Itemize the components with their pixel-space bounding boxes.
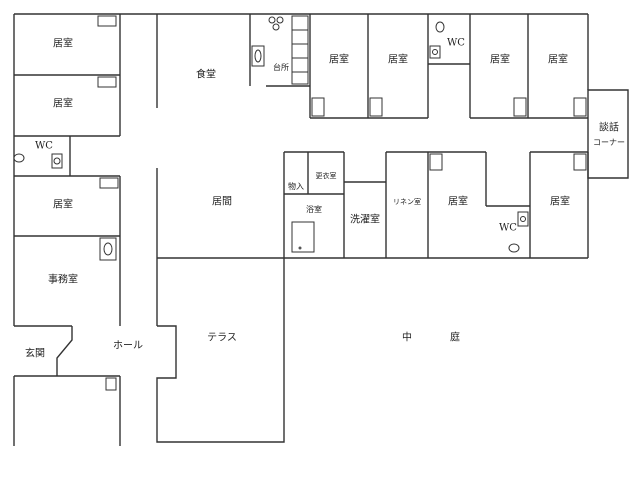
courtyard-label: 庭 (450, 331, 460, 344)
closet-icon (574, 154, 586, 170)
closet-icon (98, 16, 116, 26)
closet-icon (574, 98, 586, 116)
hall-label: ホール (113, 340, 143, 352)
entrance-label: 玄関 (25, 347, 45, 360)
stove-icon (268, 16, 284, 31)
changing-room-label: 更衣室 (316, 171, 337, 180)
toilet-icon (13, 153, 62, 168)
room-label: 居室 (550, 195, 570, 208)
room-label: 居室 (388, 53, 408, 66)
wc-label: WC (499, 223, 517, 234)
courtyard-label: 中 (402, 331, 412, 344)
linen-room-label: リネン室 (393, 197, 421, 206)
closet-icon (98, 77, 116, 87)
toilet-icon (508, 212, 528, 253)
closet-icon (370, 98, 382, 116)
living-label: 居間 (212, 196, 232, 208)
talk-corner-label: コーナー (593, 138, 625, 147)
bath-label: 浴室 (306, 204, 322, 214)
office-label: 事務室 (48, 273, 78, 286)
closet-icon (514, 98, 526, 116)
room-labels: 居室 居室 WC 居室 事務室 玄関 ホール 食堂 台所 居室 居室 WC 居室… (25, 37, 625, 360)
room-label: 居室 (53, 198, 73, 211)
toilet-icon (430, 21, 445, 58)
room-label: 居室 (329, 53, 349, 66)
kitchen-label: 台所 (273, 62, 289, 72)
closet-icon (430, 154, 442, 170)
kitchen-counter-icon (292, 16, 308, 84)
laundry-label: 洗濯室 (350, 213, 380, 226)
room-label: 居室 (490, 53, 510, 66)
dining-label: 食堂 (196, 68, 216, 81)
closet-icon (106, 378, 116, 390)
walls (14, 14, 628, 446)
room-label: 居室 (548, 53, 568, 66)
room-label: 居室 (448, 195, 468, 208)
terrace-label: テラス (207, 332, 237, 344)
wc-label: WC (35, 141, 53, 152)
fixtures (13, 16, 586, 390)
closet-icon (312, 98, 324, 116)
closet-icon (100, 178, 118, 188)
room-label: 居室 (53, 97, 73, 110)
kitchen-sink-icon (252, 46, 264, 66)
wc-label: WC (447, 38, 465, 49)
sink-icon (100, 238, 116, 260)
storage-label: 物入 (288, 181, 304, 191)
bathtub-icon (292, 222, 314, 252)
room-label: 居室 (53, 37, 73, 50)
talk-corner-label: 談話 (599, 121, 619, 134)
